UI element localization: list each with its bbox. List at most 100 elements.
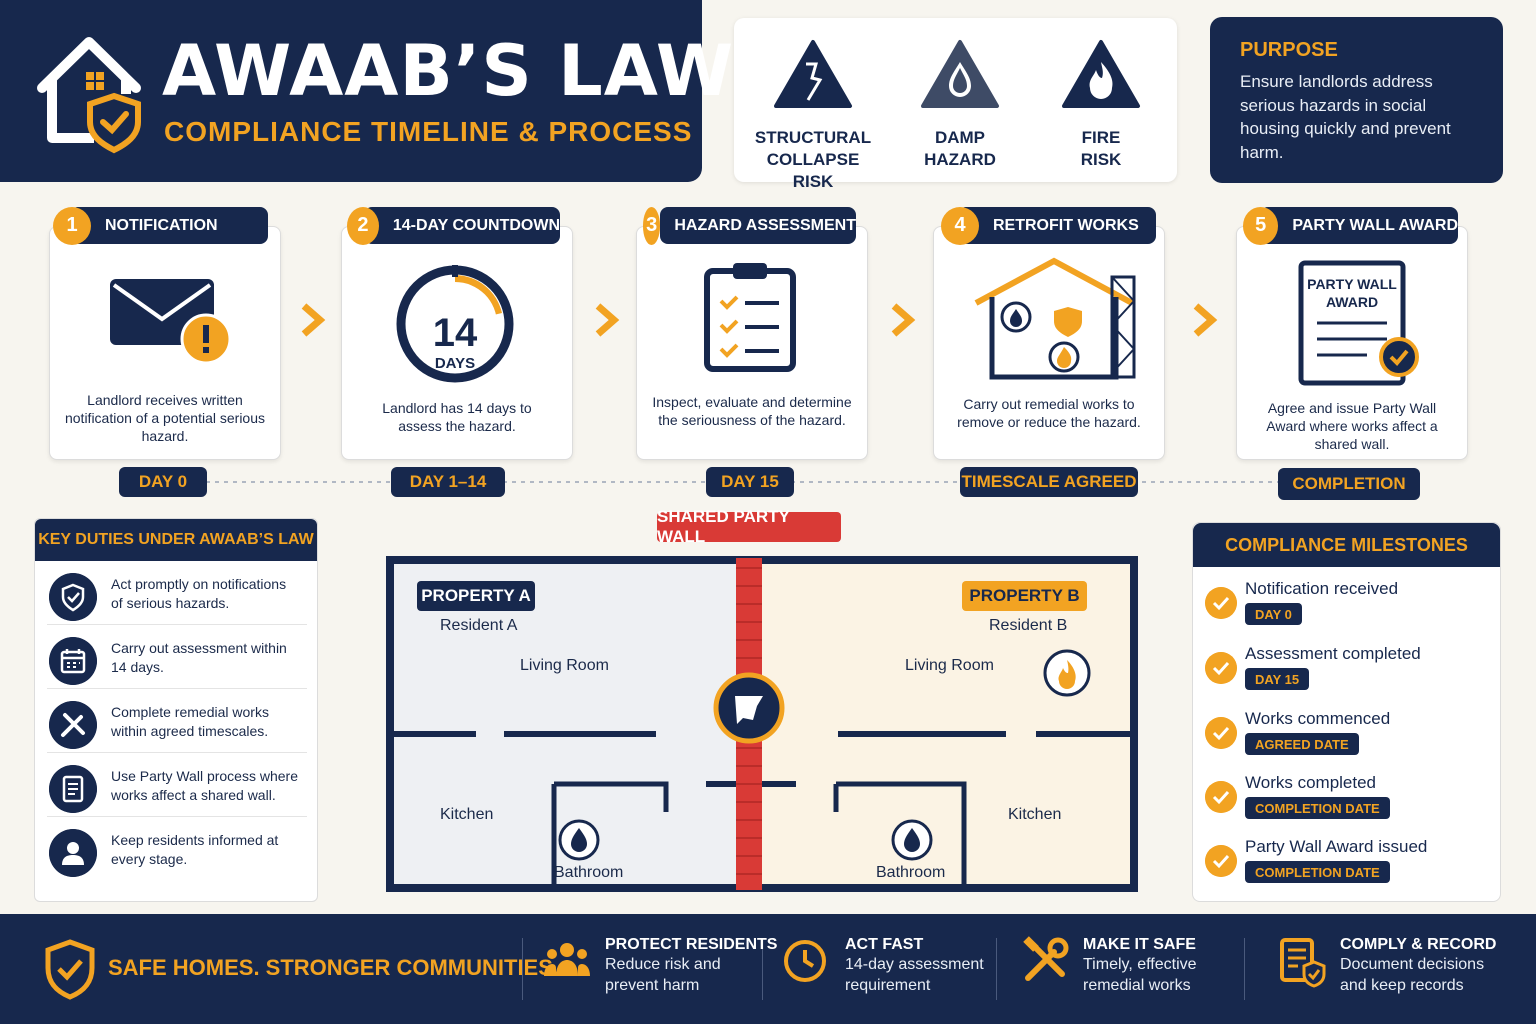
structural-crack-icon: [713, 672, 785, 744]
step-card-retrofit: Carry out remedial works to remove or re…: [933, 226, 1165, 460]
footer-item-act-fast: ACT FAST 14-day assessment requirement: [845, 936, 984, 994]
envelope-alert-icon: [110, 279, 232, 365]
shield-check-icon: [49, 573, 97, 621]
step-desc: Carry out remedial works to remove or re…: [957, 396, 1141, 430]
people-icon: [544, 943, 590, 976]
property-a-label: PROPERTY A: [417, 581, 535, 611]
person-icon: [49, 829, 97, 877]
milestone-badge: DAY 15: [1245, 668, 1310, 690]
step-desc: Agree and issue Party Wall Award where w…: [1266, 400, 1438, 452]
compliance-milestones-panel: COMPLIANCE MILESTONES Notification recei…: [1192, 522, 1501, 902]
page-title: AWAAB’S LAW: [162, 30, 735, 112]
milestone-badge: COMPLETION DATE: [1245, 861, 1390, 883]
step-card-party-wall: PARTY WALL AWARD Agree and issue Party W…: [1236, 226, 1468, 460]
step-card-notification: Landlord receives written notification o…: [49, 226, 281, 460]
calendar-icon: [49, 637, 97, 685]
milestone-item: Party Wall Award issued COMPLETION DATE: [1201, 837, 1491, 901]
chevron-right-icon: [1193, 303, 1218, 337]
milestone-item: Works commenced AGREED DATE: [1201, 709, 1491, 773]
purpose-title: PURPOSE: [1240, 39, 1338, 61]
check-circle-icon: [1205, 717, 1237, 749]
clock-icon: [784, 940, 826, 982]
day-pill: TIMESCALE AGREED: [960, 467, 1138, 497]
milestone-item: Assessment completed DAY 15: [1201, 644, 1491, 708]
shield-check-icon: [45, 939, 95, 1000]
document-icon: [49, 765, 97, 813]
day-pill: DAY 1–14: [391, 467, 505, 497]
milestone-item: Works completed COMPLETION DATE: [1201, 773, 1491, 837]
milestone-badge: AGREED DATE: [1245, 733, 1359, 755]
day-pill: DAY 15: [706, 467, 794, 497]
living-room-b-label: Living Room: [905, 657, 994, 674]
footer-slogan: SAFE HOMES. STRONGER COMMUNITIES.: [108, 955, 560, 980]
clipboard-checklist-icon: [704, 263, 796, 372]
footer-divider: [522, 938, 523, 1000]
page-subtitle: COMPLIANCE TIMELINE & PROCESS: [164, 116, 693, 147]
step-card-assessment: Inspect, evaluate and determine the seri…: [636, 226, 868, 460]
purpose-panel: PURPOSE Ensure landlords address serious…: [1210, 17, 1503, 183]
timer-value: 14: [432, 311, 478, 355]
footer-item-protect: PROTECT RESIDENTS Reduce risk and preven…: [605, 936, 778, 994]
footer-item-comply: COMPLY & RECORD Document decisions and k…: [1340, 936, 1497, 994]
footer-divider: [762, 938, 763, 1000]
step-desc: Landlord receives written notification o…: [64, 392, 265, 444]
footer-item-make-safe: MAKE IT SAFE Timely, effective remedial …: [1083, 936, 1197, 994]
bathroom-b-label: Bathroom: [876, 864, 946, 881]
kitchen-a-label: Kitchen: [440, 806, 494, 823]
chevron-right-icon: [595, 303, 620, 337]
flame-icon: [1062, 40, 1140, 108]
check-circle-icon: [1205, 587, 1237, 619]
chevron-right-icon: [891, 303, 916, 337]
award-document-title: PARTY WALL AWARD: [1307, 276, 1397, 310]
step-desc: Inspect, evaluate and determine the seri…: [652, 394, 852, 428]
living-room-a-label: Living Room: [520, 657, 609, 674]
resident-a-label: Resident A: [440, 617, 518, 634]
structural-crack-icon: [774, 40, 852, 108]
flame-icon: [1043, 649, 1091, 697]
water-drop-icon: [891, 819, 933, 861]
day-pill: DAY 0: [119, 467, 207, 497]
house-shield-logo-icon: [37, 37, 141, 154]
house-retrofit-icon: [974, 257, 1136, 380]
tools-icon: [49, 701, 97, 749]
timer-unit: DAYS: [434, 355, 476, 372]
water-drop-icon: [921, 40, 999, 108]
record-document-icon: [1280, 938, 1326, 988]
footer-divider: [996, 938, 997, 1000]
purpose-text: Ensure landlords address serious hazards…: [1240, 72, 1451, 162]
award-document-icon: [1298, 260, 1419, 386]
wrench-hammer-icon: [1023, 936, 1069, 981]
key-duties-title: KEY DUTIES UNDER AWAAB’S LAW: [35, 519, 317, 561]
day-pill: COMPLETION: [1278, 468, 1420, 500]
resident-b-label: Resident B: [989, 617, 1068, 634]
check-circle-icon: [1205, 781, 1237, 813]
check-circle-icon: [1205, 652, 1237, 684]
key-duties-panel: KEY DUTIES UNDER AWAAB’S LAW Act promptl…: [34, 518, 318, 902]
milestones-title: COMPLIANCE MILESTONES: [1193, 523, 1500, 567]
footer-banner: [0, 914, 1536, 1024]
milestone-badge: DAY 0: [1245, 603, 1302, 625]
shared-party-wall-label: SHARED PARTY WALL: [657, 507, 841, 546]
milestone-item: Notification received DAY 0: [1201, 579, 1491, 643]
property-b-label: PROPERTY B: [962, 581, 1087, 611]
milestone-badge: COMPLETION DATE: [1245, 797, 1390, 819]
step-card-countdown: 14 DAYS Landlord has 14 days to assess t…: [341, 226, 573, 460]
check-circle-icon: [1205, 845, 1237, 877]
kitchen-b-label: Kitchen: [1008, 806, 1062, 823]
step-desc: Landlord has 14 days to assess the hazar…: [382, 400, 532, 434]
footer-divider: [1244, 938, 1245, 1000]
